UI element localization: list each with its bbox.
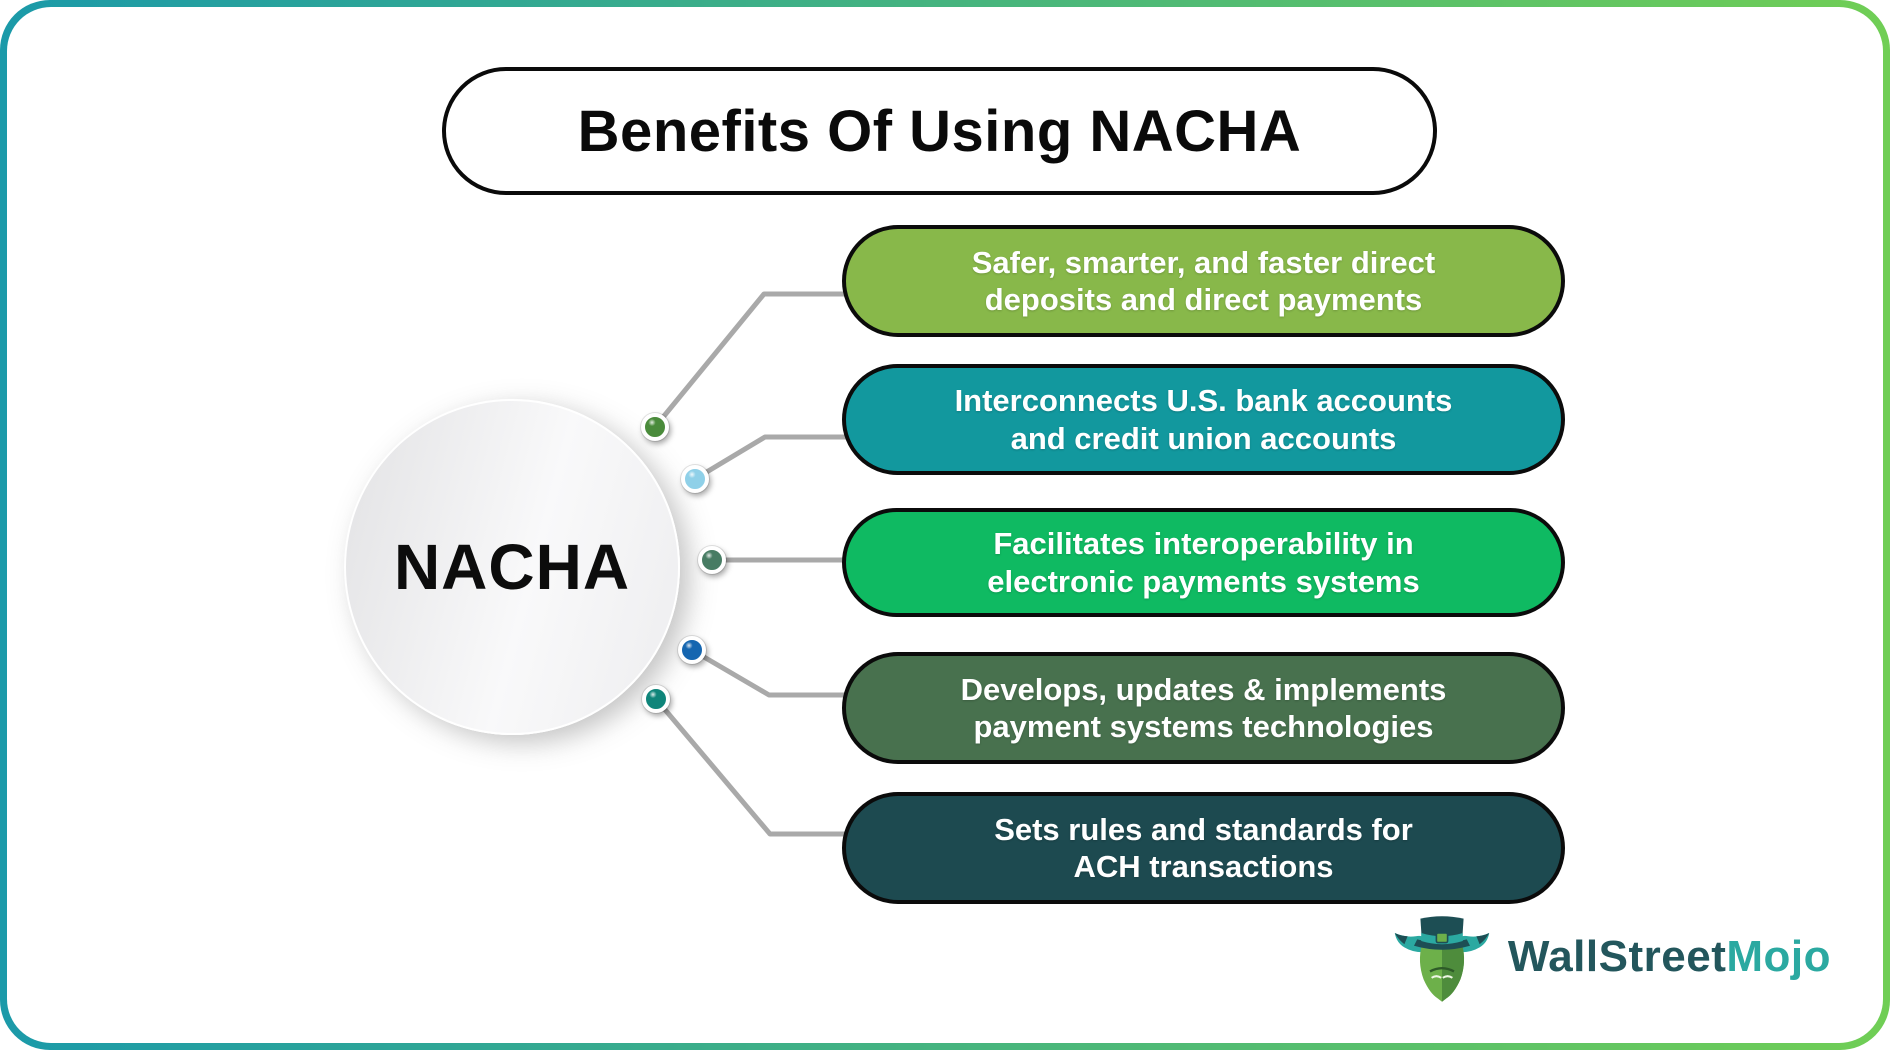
- benefit-4-line-1: Develops, updates & implements: [960, 671, 1447, 707]
- infographic-background: Benefits Of Using NACHA NACHA Safer, sma…: [7, 7, 1883, 1043]
- wallstreetmojo-wordmark: WallStreetMojo: [1508, 932, 1831, 982]
- benefit-pill-4: Develops, updates & implements payment s…: [842, 652, 1565, 764]
- wallstreetmojo-bull-icon: [1394, 916, 1490, 1002]
- benefit-2-line-2: and credit union accounts: [1010, 420, 1397, 456]
- benefit-5-line-1: Sets rules and standards for: [994, 811, 1413, 847]
- connector-dot-1: [641, 413, 669, 441]
- benefit-2-line-1: Interconnects U.S. bank accounts: [954, 383, 1453, 419]
- benefit-1-line-2: deposits and direct payments: [984, 282, 1423, 317]
- benefit-1-line-1: Safer, smarter, and faster direct: [971, 244, 1436, 280]
- connector-benefit-5: [654, 697, 849, 837]
- benefit-3-line-1: Facilitates interoperability in: [993, 526, 1414, 562]
- connector-dot-2: [681, 465, 709, 493]
- benefit-5-line-2: ACH transactions: [1073, 849, 1334, 884]
- connector-benefit-4: [690, 647, 849, 698]
- connector-lines: [653, 291, 849, 837]
- benefit-pill-5: Sets rules and standards for ACH transac…: [842, 792, 1565, 904]
- page-title: Benefits Of Using NACHA: [577, 98, 1302, 164]
- connector-dot-5: [642, 685, 670, 713]
- logo-text-wallstreet: WallStreet: [1507, 932, 1727, 981]
- benefit-pill-1: Safer, smarter, and faster direct deposi…: [842, 225, 1565, 337]
- benefit-4-line-2: payment systems technologies: [973, 709, 1434, 744]
- connector-dot-3: [698, 546, 726, 574]
- connector-benefit-1: [653, 291, 849, 429]
- connector-dot-4: [678, 636, 706, 664]
- benefit-pill-2: Interconnects U.S. bank accounts and cre…: [842, 364, 1565, 475]
- title-banner: Benefits Of Using NACHA: [442, 67, 1437, 195]
- wallstreetmojo-logo: WallStreetMojo: [1390, 909, 1831, 1005]
- benefit-3-line-2: electronic payments systems: [987, 563, 1420, 599]
- connector-benefit-2: [693, 434, 849, 482]
- benefit-pill-3: Facilitates interoperability in electron…: [842, 508, 1565, 617]
- center-node-label: NACHA: [393, 531, 631, 603]
- logo-text-mojo: Mojo: [1726, 932, 1831, 981]
- center-node: NACHA: [344, 399, 680, 735]
